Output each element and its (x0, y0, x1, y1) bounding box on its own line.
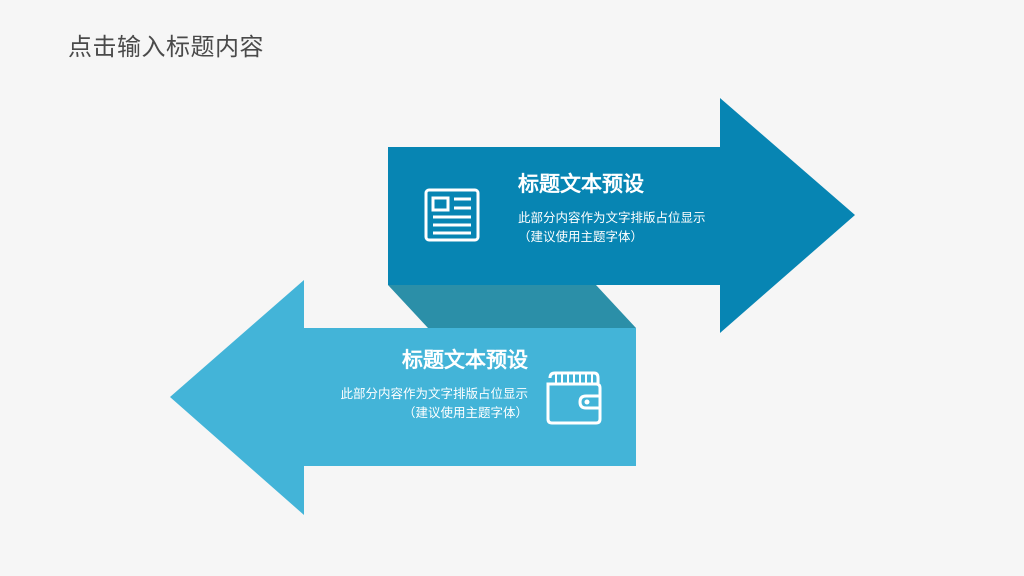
card-upper-body-line1: 此部分内容作为文字排版占位显示 (518, 210, 706, 225)
card-lower-body-line2: （建议使用主题字体） (402, 405, 528, 420)
newspaper-icon (424, 188, 480, 242)
page-title[interactable]: 点击输入标题内容 (68, 33, 264, 61)
card-upper: 标题文本预设 此部分内容作为文字排版占位显示 （建议使用主题字体） (518, 170, 706, 246)
card-upper-heading[interactable]: 标题文本预设 (518, 172, 644, 196)
card-lower-heading[interactable]: 标题文本预设 (402, 348, 528, 372)
card-upper-body-line2: （建议使用主题字体） (518, 229, 644, 244)
left-arrow-shape (170, 280, 636, 515)
wallet-icon (546, 371, 602, 425)
card-upper-body[interactable]: 此部分内容作为文字排版占位显示 （建议使用主题字体） (518, 208, 706, 246)
card-lower-body-line1: 此部分内容作为文字排版占位显示 (340, 386, 528, 401)
card-lower: 标题文本预设 此部分内容作为文字排版占位显示 （建议使用主题字体） (296, 346, 528, 422)
card-lower-body[interactable]: 此部分内容作为文字排版占位显示 （建议使用主题字体） (296, 384, 528, 422)
connector-fold (388, 285, 636, 328)
right-arrow-shape (388, 98, 855, 333)
